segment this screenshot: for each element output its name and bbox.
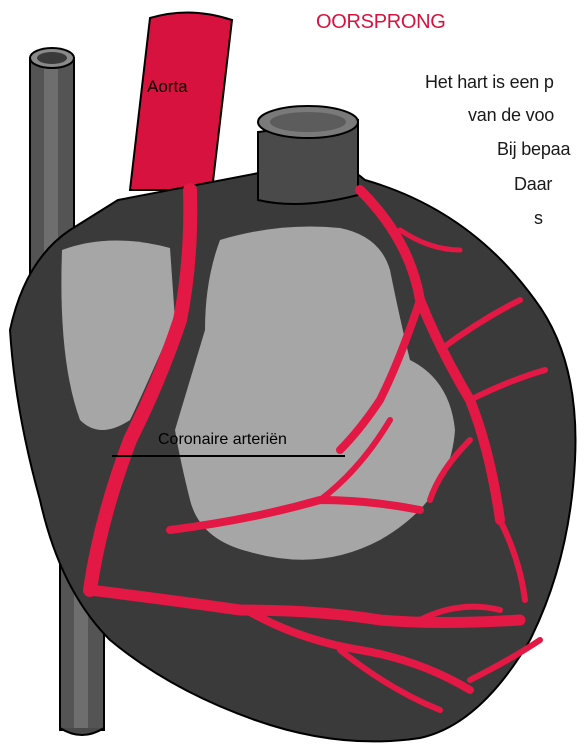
coronary-arteries-label: Coronaire arteriën — [158, 432, 287, 448]
intro-text-line-2: van de voo — [468, 106, 554, 124]
aorta-vessel — [130, 12, 232, 190]
intro-text-line-5: s — [534, 209, 543, 227]
aorta-label: Aorta — [147, 78, 188, 95]
section-title: OORSPRONG — [316, 12, 446, 32]
intro-text-line-1: Het hart is een p — [425, 73, 554, 91]
pulmonary-artery — [258, 106, 358, 204]
intro-text-line-4: Daar — [514, 175, 552, 193]
intro-text-line-3: Bij bepaa — [497, 140, 570, 158]
